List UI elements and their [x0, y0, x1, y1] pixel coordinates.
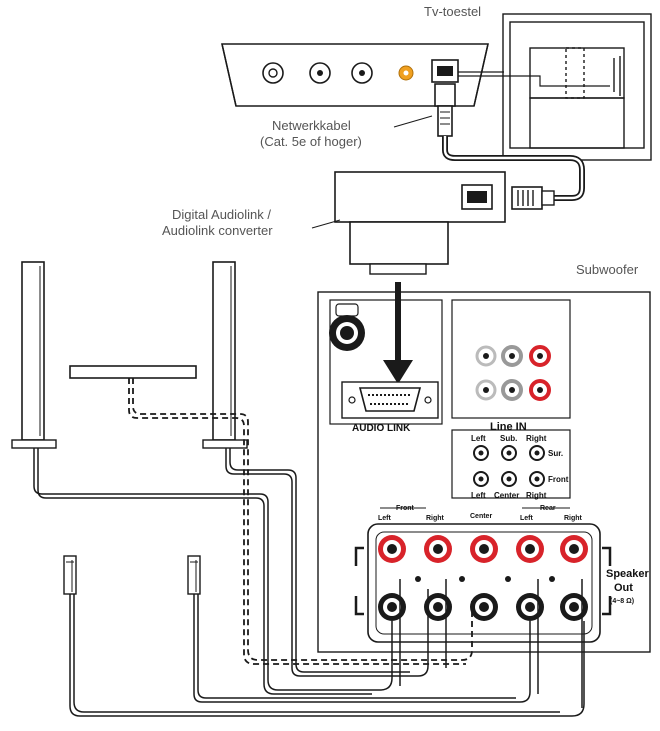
- line-in-center-label: Center: [494, 491, 520, 500]
- converter-leader: [311, 219, 341, 229]
- converter-label-1: Digital Audiolink /: [172, 207, 271, 222]
- network-cable: [434, 83, 585, 210]
- speaker-out-rear-label: Rear: [540, 505, 556, 512]
- line-in-sub-label: Sub.: [500, 434, 518, 443]
- line-in-sur-label: Sur.: [548, 449, 564, 458]
- orange-jack: [398, 65, 414, 81]
- rear-right-speaker: [187, 555, 201, 595]
- network-cable-leader: [393, 115, 433, 128]
- speaker-out-right-label: Right: [426, 515, 444, 522]
- speaker-wires: [33, 448, 585, 717]
- line-in-jacks: [451, 429, 571, 499]
- network-cable-label-2: (Cat. 5e of hoger): [260, 134, 362, 149]
- tv-connector-panel: [221, 43, 610, 107]
- speaker-out-label-1: Speaker: [606, 568, 649, 580]
- rear-left-speaker: [63, 555, 77, 595]
- coax-jack-1: [262, 62, 284, 84]
- line-in-left-label: Left: [471, 434, 486, 443]
- audio-link-label: AUDIO LINK: [352, 423, 411, 434]
- subwoofer-panel: [317, 291, 651, 653]
- line-in-label: Line IN: [490, 421, 527, 433]
- line-in-front-label: Front: [548, 475, 569, 484]
- ethernet-port: [431, 59, 459, 83]
- speaker-terminals: [378, 535, 588, 621]
- subwoofer-label: Subwoofer: [576, 262, 639, 277]
- wire-junction-dots: [415, 576, 555, 582]
- line-in-left2-label: Left: [471, 491, 486, 500]
- speaker-out-label-3: (4~8 Ω): [610, 598, 635, 605]
- line-in-right2-label: Right: [526, 491, 547, 500]
- line-in-right-label: Right: [526, 434, 547, 443]
- network-cable-label-1: Netwerkkabel: [272, 118, 351, 133]
- speaker-out-left-label: Left: [378, 515, 391, 522]
- coax-jack-2: [309, 62, 331, 84]
- speaker-out-right2-label: Right: [564, 515, 582, 522]
- speaker-out-center-label: Center: [470, 513, 493, 520]
- speaker-out-left2-label: Left: [520, 515, 533, 522]
- converter-label-2: Audiolink converter: [162, 223, 273, 238]
- tv-label: Tv-toestel: [424, 4, 482, 19]
- center-wire-dashed: [128, 378, 473, 665]
- speaker-out-label-2: Out: [614, 582, 633, 594]
- audiolink-converter: [334, 171, 506, 275]
- rca-jacks: [475, 345, 551, 401]
- front-right-speaker: [202, 261, 248, 449]
- tv-set: [502, 13, 652, 161]
- front-left-speaker: [11, 261, 57, 449]
- converter-ethernet-port: [461, 184, 493, 210]
- center-speaker: [69, 365, 197, 379]
- coax-jack-3: [351, 62, 373, 84]
- power-socket-icon: [329, 303, 365, 351]
- audio-link-port: [341, 381, 439, 419]
- speaker-out-front-label: Front: [396, 505, 414, 512]
- speaker-out-block: [354, 507, 612, 643]
- converter-arrow: [383, 282, 413, 384]
